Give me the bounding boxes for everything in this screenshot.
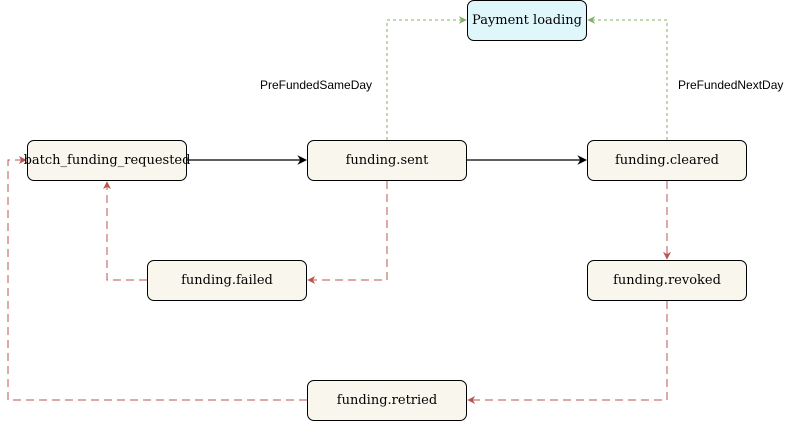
node-funding-failed-label: funding.failed	[181, 273, 273, 288]
node-funding-cleared[interactable]: funding.cleared	[587, 140, 747, 181]
edge-label-prefunded-next-day: PreFundedNextDay	[678, 78, 784, 92]
node-payment-loading-label: Payment loading	[472, 13, 582, 28]
node-batch-funding-requested[interactable]: batch_funding_requested	[24, 140, 190, 181]
node-funding-retried-label: funding.retried	[336, 393, 438, 408]
node-funding-sent-label: funding.sent	[345, 153, 429, 168]
node-payment-loading[interactable]: Payment loading	[467, 0, 587, 41]
node-funding-failed[interactable]: funding.failed	[147, 260, 307, 301]
edge-failed-to-requested	[103, 181, 147, 281]
edge-sent-to-failed	[307, 181, 388, 284]
node-funding-retried[interactable]: funding.retried	[307, 380, 467, 421]
node-batch-funding-requested-label: batch_funding_requested	[23, 153, 191, 168]
node-funding-revoked-label: funding.revoked	[613, 273, 721, 288]
edge-sent-to-payment-loading	[386, 16, 467, 140]
edge-revoked-to-retried	[467, 301, 668, 404]
node-funding-cleared-label: funding.cleared	[615, 153, 719, 168]
node-funding-revoked[interactable]: funding.revoked	[587, 260, 747, 301]
edge-cleared-to-payment-loading	[587, 16, 668, 140]
node-funding-sent[interactable]: funding.sent	[307, 140, 467, 181]
edge-retried-to-requested	[7, 156, 307, 401]
edge-label-prefunded-same-day: PreFundedSameDay	[260, 78, 373, 92]
